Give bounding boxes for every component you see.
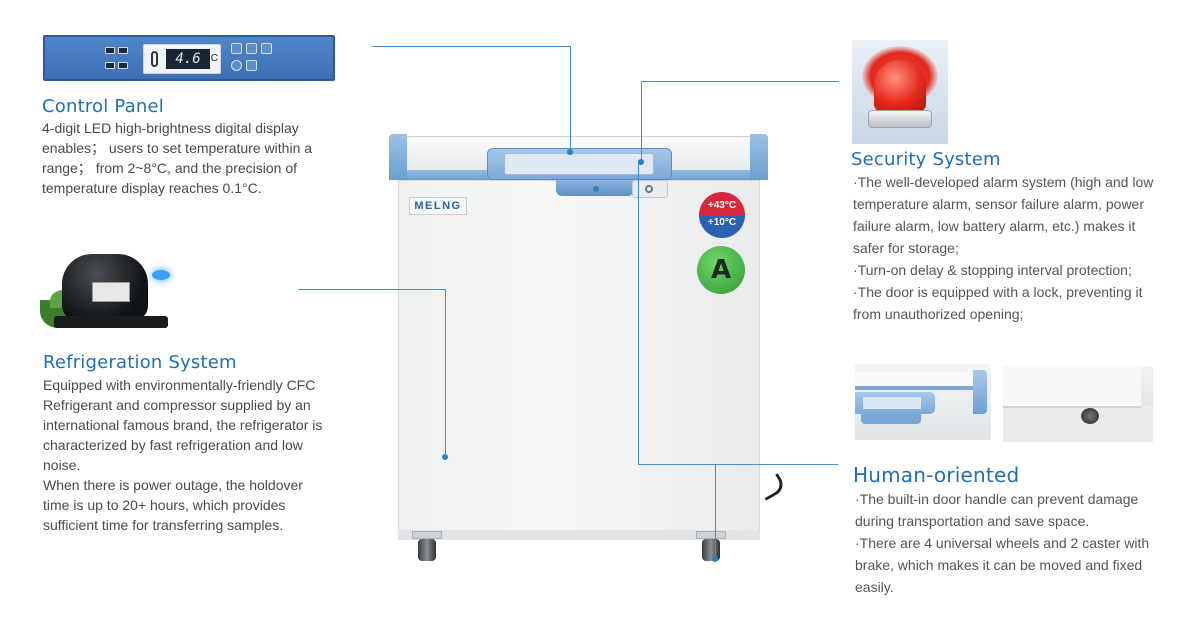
freezer-control-panel — [487, 148, 672, 180]
panel-display: 4.6 °C — [143, 44, 221, 74]
refrigeration-paragraph: When there is power outage, the holdover… — [43, 477, 303, 533]
leader-line-refrigeration — [445, 289, 446, 457]
temperature-readout: 4.6 — [166, 49, 210, 69]
panel-led-buttons — [105, 44, 131, 74]
leader-line-human — [638, 160, 639, 465]
security-item: ·The well-developed alarm system (high a… — [853, 174, 1154, 256]
human-item: ·There are 4 universal wheels and 2 cast… — [855, 535, 1150, 595]
control-panel-image: 4.6 °C — [43, 35, 335, 81]
alarm-light-icon — [852, 40, 948, 144]
refrigeration-title: Refrigeration System — [43, 352, 237, 373]
caster-wheel-left — [412, 531, 442, 561]
freezer-base — [398, 530, 760, 540]
door-handle-photo — [855, 364, 991, 440]
compressor-icon — [40, 250, 180, 340]
leader-dot-security — [638, 159, 644, 165]
human-oriented-list: ·The built-in door handle can prevent da… — [855, 488, 1165, 598]
leader-dot-wheel — [712, 556, 718, 562]
security-item: ·Turn-on delay & stopping interval prote… — [853, 262, 1132, 278]
leader-dot-refrigeration — [442, 454, 448, 460]
freezer-body — [398, 180, 760, 532]
security-list: ·The well-developed alarm system (high a… — [853, 171, 1163, 325]
leader-line-human — [638, 464, 838, 465]
control-panel-title: Control Panel — [42, 96, 164, 117]
power-cable — [757, 473, 787, 501]
leader-dot-control — [567, 149, 573, 155]
leader-line-security — [641, 81, 839, 82]
temp-low-label: +10°C — [699, 215, 745, 238]
caster-wheel-photo — [1003, 366, 1153, 442]
refrigeration-description: Equipped with environmentally-friendly C… — [43, 375, 333, 535]
security-title: Security System — [851, 149, 1001, 170]
lid-cap-right — [750, 134, 768, 180]
lock-icon — [632, 180, 668, 198]
energy-grade-badge: A — [697, 246, 745, 294]
caster-wheel-right — [696, 531, 726, 561]
leader-dot-handle — [593, 186, 599, 192]
thermometer-icon — [151, 51, 158, 67]
human-item: ·The built-in door handle can prevent da… — [855, 491, 1139, 529]
human-oriented-title: Human-oriented — [853, 463, 1020, 487]
security-item: ·The door is equipped with a lock, preve… — [853, 284, 1143, 322]
temp-high-label: +43°C — [699, 192, 745, 215]
leader-line-refrigeration — [298, 289, 445, 290]
temperature-unit: °C — [206, 53, 218, 64]
control-panel-description: 4-digit LED high-brightness digital disp… — [42, 120, 313, 196]
leader-line-control — [372, 46, 571, 47]
refrigeration-paragraph: Equipped with environmentally-friendly C… — [43, 377, 323, 473]
lid-cap-left — [389, 134, 407, 180]
leader-line-control — [570, 46, 571, 152]
ambient-temperature-badge: +43°C +10°C — [699, 192, 745, 238]
leader-line-security — [641, 81, 642, 161]
leader-line-wheel — [715, 464, 716, 559]
brand-logo: MELNG — [409, 197, 467, 215]
